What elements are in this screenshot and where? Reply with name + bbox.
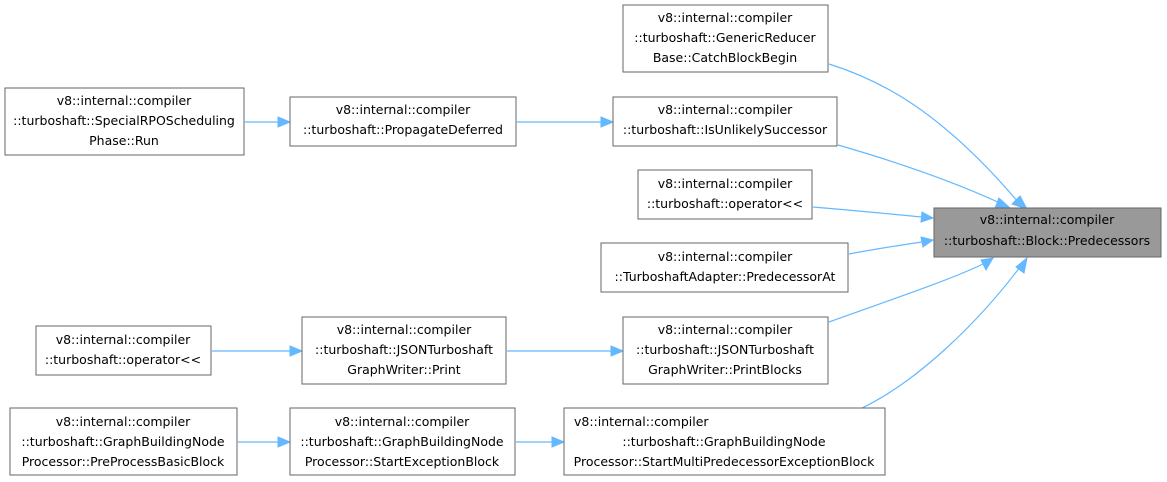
node-print-blocks[interactable]: v8::internal::compiler ::turboshaft::JSO… <box>622 316 829 385</box>
node-label-line: ::turboshaft::SpecialRPOScheduling <box>13 113 235 128</box>
node-label-line: v8::internal::compiler <box>658 322 793 337</box>
node-operator-out-b[interactable]: v8::internal::compiler ::turboshaft::ope… <box>35 325 212 376</box>
node-label-line: v8::internal::compiler <box>658 10 793 25</box>
node-propagate-deferred[interactable]: v8::internal::compiler ::turboshaft::Pro… <box>289 96 517 147</box>
node-start-exception-block[interactable]: v8::internal::compiler ::turboshaft::Gra… <box>289 407 516 476</box>
node-label-line: v8::internal::compiler <box>980 212 1115 227</box>
edge-propagate-deferred-to-is-unlikely-successor <box>517 116 615 128</box>
node-label-line: v8::internal::compiler <box>337 322 472 337</box>
node-label-line: Phase::Run <box>89 133 159 148</box>
edge-special-rpo-run-to-propagate-deferred <box>245 116 292 128</box>
node-label-line: v8::internal::compiler <box>658 102 793 117</box>
edge-is-unlikely-successor-to-predecessors <box>837 144 1012 209</box>
node-is-unlikely-successor[interactable]: v8::internal::compiler ::turboshaft::IsU… <box>612 96 838 147</box>
edge-predecessor-at-to-predecessors <box>848 236 935 255</box>
node-label-line: ::turboshaft::GraphBuildingNode <box>300 434 504 449</box>
node-label-line: GraphWriter::Print <box>347 362 461 377</box>
node-predecessor-at[interactable]: v8::internal::compiler ::TurboshaftAdapt… <box>600 242 849 293</box>
nodes: v8::internal::compiler ::turboshaft::Blo… <box>4 4 1162 476</box>
node-label-line: v8::internal::compiler <box>574 414 709 429</box>
node-label-line: ::turboshaft::Block::Predecessors <box>944 233 1150 248</box>
node-label-line: ::turboshaft::PropagateDeferred <box>303 122 503 137</box>
node-label-line: Processor::StartMultiPredecessorExceptio… <box>574 454 875 469</box>
node-label-line: v8::internal::compiler <box>335 414 470 429</box>
node-label-line: v8::internal::compiler <box>336 102 471 117</box>
node-label-line: ::turboshaft::operator<< <box>647 196 803 211</box>
node-label-line: Base::CatchBlockBegin <box>653 50 797 65</box>
node-label-line: ::turboshaft::JSONTurboshaft <box>636 342 814 357</box>
node-operator-out-a[interactable]: v8::internal::compiler ::turboshaft::ope… <box>637 169 813 220</box>
edge-json-print-to-print-blocks <box>507 345 625 357</box>
node-catch-block-begin[interactable]: v8::internal::compiler ::turboshaft::Gen… <box>622 4 829 73</box>
node-label-line: ::turboshaft::GraphBuildingNode <box>622 434 826 449</box>
node-start-multi-predecessor-exception-block[interactable]: v8::internal::compiler ::turboshaft::Gra… <box>563 407 886 476</box>
edge-catch-block-begin-to-predecessors <box>828 63 1029 210</box>
edge-start-multi-predecessor-exception-block-to-predecessors <box>861 256 1028 409</box>
edge-pre-process-basic-block-to-start-exception-block <box>238 436 292 448</box>
node-block-predecessors[interactable]: v8::internal::compiler ::turboshaft::Blo… <box>933 207 1162 258</box>
node-label-line: v8::internal::compiler <box>56 332 191 347</box>
node-label-line: v8::internal::compiler <box>57 93 192 108</box>
node-label-line: ::turboshaft::IsUnlikelySuccessor <box>623 122 828 137</box>
node-label-line: v8::internal::compiler <box>658 176 793 191</box>
node-label-line: Processor::PreProcessBasicBlock <box>22 454 225 469</box>
node-label-line: ::turboshaft::GenericReducer <box>634 30 816 45</box>
node-label-line: Processor::StartExceptionBlock <box>305 454 500 469</box>
edge-print-blocks-to-predecessors <box>828 257 994 323</box>
edge-operator-out-a-to-predecessors <box>812 206 935 223</box>
node-label-line: ::turboshaft::GraphBuildingNode <box>21 434 225 449</box>
edge-operator-out-b-to-json-print <box>212 345 304 357</box>
node-label-line: ::TurboshaftAdapter::PredecessorAt <box>615 269 836 284</box>
node-pre-process-basic-block[interactable]: v8::internal::compiler ::turboshaft::Gra… <box>9 407 238 476</box>
node-label-line: GraphWriter::PrintBlocks <box>648 362 802 377</box>
node-label-line: ::turboshaft::operator<< <box>45 352 201 367</box>
node-json-print[interactable]: v8::internal::compiler ::turboshaft::JSO… <box>301 316 507 385</box>
node-label-line: v8::internal::compiler <box>658 249 793 264</box>
node-label-line: v8::internal::compiler <box>56 414 191 429</box>
edge-start-exception-block-to-start-multi-predecessor-exception-block <box>516 436 566 448</box>
node-special-rpo-run[interactable]: v8::internal::compiler ::turboshaft::Spe… <box>4 87 245 156</box>
node-label-line: ::turboshaft::JSONTurboshaft <box>315 342 493 357</box>
